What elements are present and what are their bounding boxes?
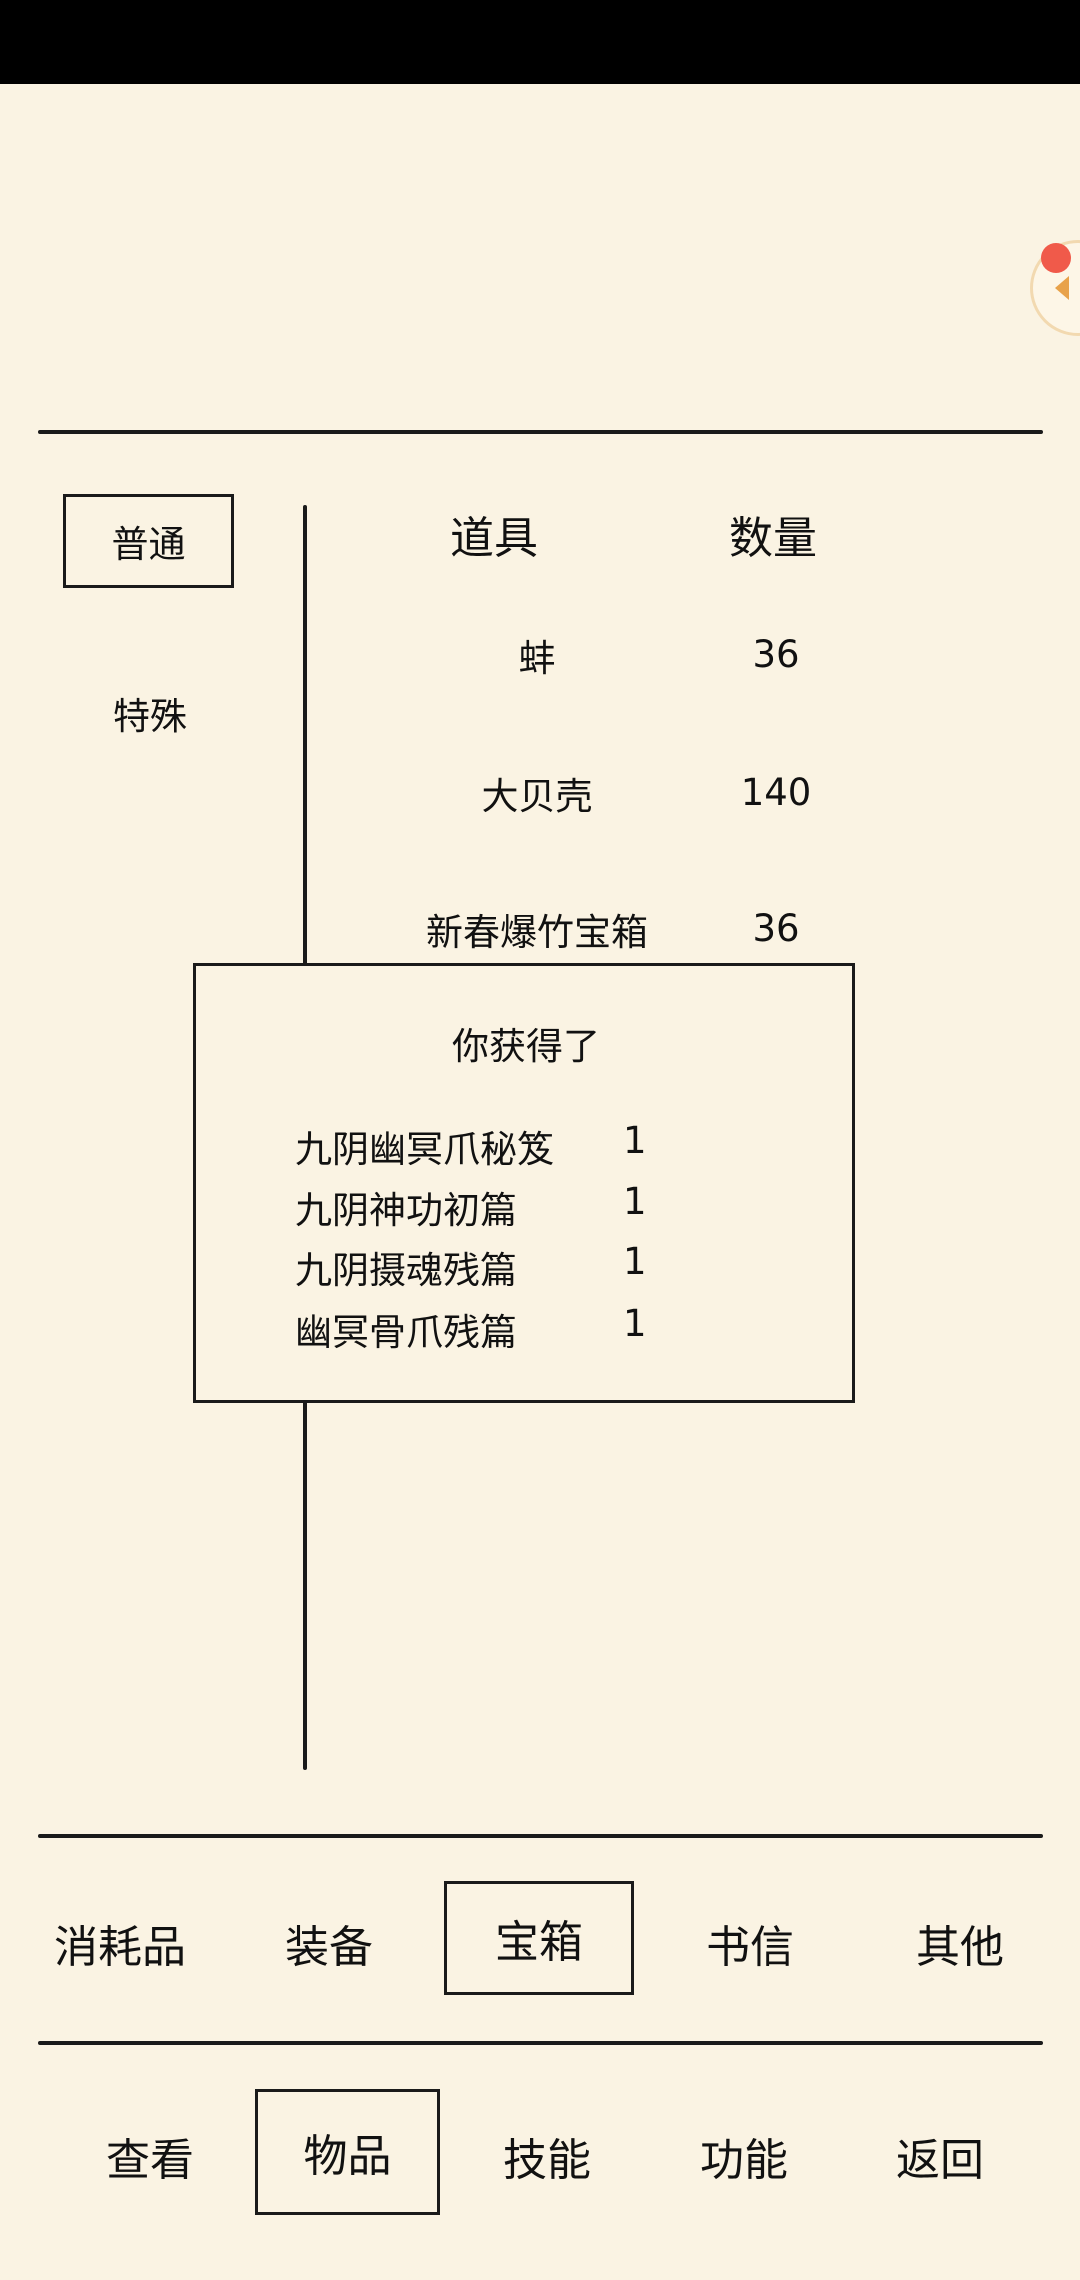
top-divider (38, 430, 1043, 434)
nav-view[interactable]: 查看 (106, 2135, 194, 2186)
status-bar (0, 0, 1080, 84)
column-header-item: 道具 (450, 513, 538, 564)
reward-item-quantity: 1 (623, 1119, 647, 1162)
tab-treasure-chest-label: 宝箱 (495, 1917, 583, 1968)
subtab-normal-label: 普通 (111, 523, 186, 566)
category-divider (38, 1834, 1043, 1838)
reward-item-name: 九阴摄魂残篇 (295, 1249, 517, 1292)
tab-equipment[interactable]: 装备 (285, 1922, 373, 1973)
reward-item-quantity: 1 (623, 1240, 647, 1283)
item-quantity: 36 (752, 907, 800, 950)
nav-items[interactable]: 物品 (255, 2089, 440, 2215)
red-dot-icon (1041, 243, 1071, 273)
nav-functions[interactable]: 功能 (700, 2135, 788, 2186)
item-quantity: 140 (740, 771, 812, 814)
reward-item-quantity: 1 (623, 1180, 647, 1223)
reward-dialog[interactable]: 你获得了 九阴幽冥爪秘笈 1 九阴神功初篇 1 九阴摄魂残篇 1 幽冥骨爪残篇 … (193, 963, 855, 1403)
chevron-left-icon (1055, 276, 1069, 300)
column-header-quantity: 数量 (729, 513, 817, 564)
reward-item-name: 九阴幽冥爪秘笈 (295, 1128, 554, 1171)
tab-treasure-chest[interactable]: 宝箱 (444, 1881, 634, 1995)
subtab-normal[interactable]: 普通 (63, 494, 234, 588)
nav-back[interactable]: 返回 (896, 2135, 984, 2186)
item-name: 蚌 (518, 637, 556, 680)
item-name: 新春爆竹宝箱 (426, 911, 648, 954)
reward-item-name: 九阴神功初篇 (295, 1189, 517, 1232)
dialog-title: 你获得了 (452, 1025, 600, 1068)
nav-items-label: 物品 (303, 2131, 392, 2182)
reward-item-name: 幽冥骨爪残篇 (295, 1311, 517, 1354)
nav-divider (38, 2041, 1043, 2045)
nav-skills[interactable]: 技能 (503, 2135, 591, 2186)
tab-consumables[interactable]: 消耗品 (54, 1922, 186, 1973)
item-name: 大贝壳 (481, 775, 593, 818)
tab-other[interactable]: 其他 (916, 1922, 1004, 1973)
tab-letters[interactable]: 书信 (706, 1922, 794, 1973)
subtab-special[interactable]: 特殊 (113, 695, 187, 738)
reward-item-quantity: 1 (623, 1302, 647, 1345)
item-quantity: 36 (752, 633, 800, 676)
